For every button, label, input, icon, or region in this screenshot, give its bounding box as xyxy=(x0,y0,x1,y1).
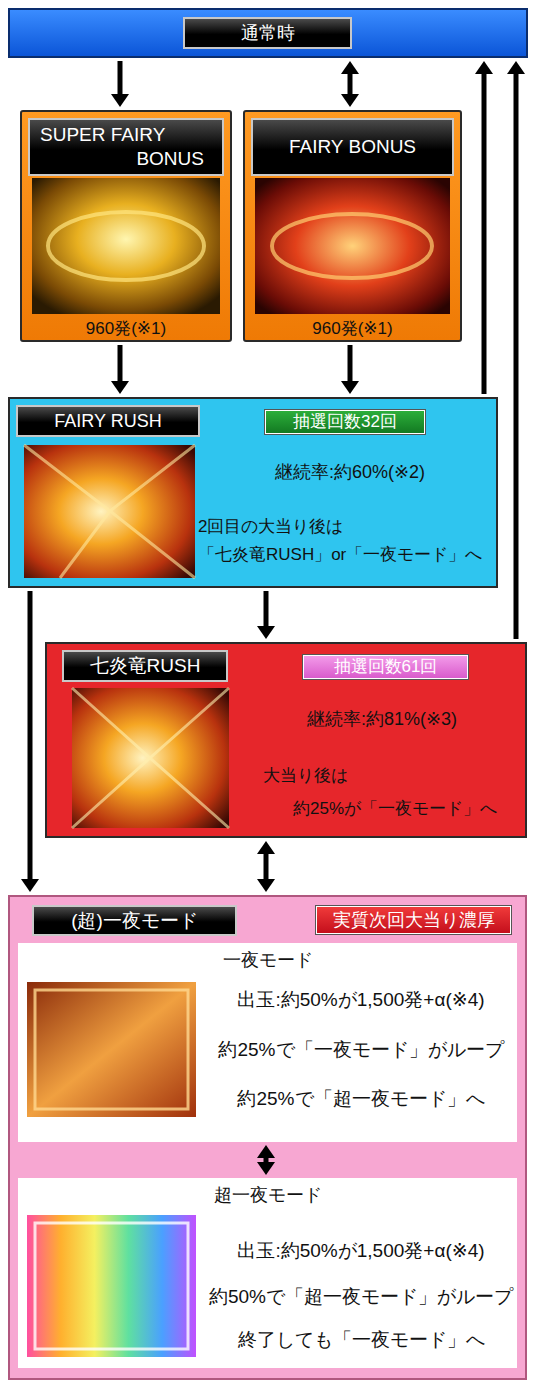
arrow-shaft xyxy=(482,73,487,394)
box-title: FAIRY BONUS xyxy=(251,118,454,176)
box-title: 七炎竜RUSH xyxy=(62,650,228,682)
logo-image xyxy=(32,178,220,314)
flow-arrow xyxy=(257,1145,275,1175)
note-badge: 実質次回大当り濃厚 xyxy=(316,906,511,934)
rush-artwork xyxy=(24,445,195,578)
rate-text: 継続率:約81%(※3) xyxy=(247,708,517,731)
logo-ring xyxy=(272,214,432,278)
bonus-artwork xyxy=(255,178,450,314)
arrow-shaft xyxy=(348,73,353,95)
logo-image xyxy=(255,178,450,314)
arrow-shaft xyxy=(264,1157,269,1163)
mode-image xyxy=(27,1215,196,1357)
arrow-head xyxy=(475,61,493,74)
arrow-shaft xyxy=(28,591,33,880)
bonus-box: SUPER FAIRY BONUS 960発(※1) xyxy=(20,110,232,342)
rush-artwork xyxy=(72,688,229,828)
mode-box: (超)一夜モード 実質次回大当り濃厚一夜モード出玉:約50%が1,500発+α(※… xyxy=(8,895,527,1380)
box-title: SUPER FAIRY BONUS xyxy=(28,118,224,176)
arrow-shaft xyxy=(118,61,123,95)
arrow-head xyxy=(341,381,359,394)
mode-artwork xyxy=(27,982,196,1117)
arrow-head xyxy=(507,61,525,74)
arrow-shaft xyxy=(348,345,353,382)
mode-panel: 一夜モード出玉:約50%が1,500発+α(※4) 約25%で「一夜モード」がルー… xyxy=(18,943,517,1142)
state-label: 通常時 xyxy=(183,17,352,49)
panel-text: 終了しても「一夜モード」へ xyxy=(206,1328,516,1352)
panel-text: 約25%で「一夜モード」がループ xyxy=(206,1038,516,1062)
box-title: (超)一夜モード xyxy=(32,905,237,936)
arrow-head xyxy=(111,381,129,394)
panel-title: 一夜モード xyxy=(168,949,368,972)
mode-panel: 超一夜モード出玉:約50%が1,500発+α(※4) 約50%で「超一夜モード」が… xyxy=(18,1178,517,1368)
flow-arrow xyxy=(21,591,39,892)
panel-text: 出玉:約50%が1,500発+α(※4) xyxy=(206,988,516,1012)
bonus-box: FAIRY BONUS 960発(※1) xyxy=(243,110,462,342)
panel-text: 約50%で「超一夜モード」がループ xyxy=(206,1285,516,1309)
flow-arrow xyxy=(341,61,359,107)
panel-text: 約25%で「超一夜モード」へ xyxy=(206,1087,516,1111)
route-text: 大当り後は 約25%が「一夜モード」へ xyxy=(263,759,525,825)
count-badge: 抽選回数61回 xyxy=(303,655,468,679)
badge-text: 抽選回数61回 xyxy=(304,656,467,678)
rate-text: 継続率:約60%(※2) xyxy=(210,461,490,484)
arrow-head xyxy=(341,61,359,74)
flow-arrow xyxy=(507,61,525,639)
arrow-shaft xyxy=(514,73,519,639)
flow-arrow xyxy=(111,61,129,107)
payout-text: 960発(※1) xyxy=(22,318,230,339)
flow-arrow xyxy=(257,591,275,639)
arrow-shaft xyxy=(118,345,123,382)
arrow-head xyxy=(257,841,275,854)
rush-box: FAIRY RUSH 継続率:約60%(※2) 2回目の大当り後は 「七炎竜RUSH… xyxy=(8,397,498,588)
arrow-head xyxy=(341,94,359,107)
arrow-head xyxy=(257,1162,275,1175)
panel-text: 出玉:約50%が1,500発+α(※4) xyxy=(206,1239,516,1263)
arrow-shaft xyxy=(264,591,269,627)
route-text: 2回目の大当り後は 「七炎竜RUSH」or「一夜モード」へ xyxy=(198,513,496,569)
panel-title: 超一夜モード xyxy=(168,1184,368,1207)
burst-lines xyxy=(24,445,195,578)
arrow-head xyxy=(257,626,275,639)
state-bar: 通常時 xyxy=(8,8,528,58)
bonus-artwork xyxy=(32,178,220,314)
flow-arrow xyxy=(341,345,359,394)
arrow-head xyxy=(111,94,129,107)
logo-ring xyxy=(48,212,204,280)
arrow-shaft xyxy=(264,853,269,880)
badge-text: 抽選回数32回 xyxy=(266,411,424,433)
badge-text: 実質次回大当り濃厚 xyxy=(317,907,510,933)
burst-lines xyxy=(72,688,229,828)
logo-image xyxy=(24,445,195,578)
arrow-head xyxy=(257,1145,275,1158)
mode-artwork xyxy=(27,1215,196,1357)
flow-arrow xyxy=(257,841,275,892)
mode-image xyxy=(27,982,196,1117)
arrow-head xyxy=(21,879,39,892)
logo-image xyxy=(72,688,229,828)
box-title: FAIRY RUSH xyxy=(16,405,200,437)
image-frame xyxy=(35,990,188,1109)
payout-text: 960発(※1) xyxy=(245,318,460,339)
arrow-head xyxy=(257,879,275,892)
flow-arrow xyxy=(111,345,129,394)
rush-box: 七炎竜RUSH 継続率:約81%(※3) 大当り後は 約25%が「一夜モード」へ 抽選… xyxy=(45,642,527,838)
count-badge: 抽選回数32回 xyxy=(265,410,425,434)
flow-arrow xyxy=(475,61,493,394)
image-frame xyxy=(35,1223,188,1349)
